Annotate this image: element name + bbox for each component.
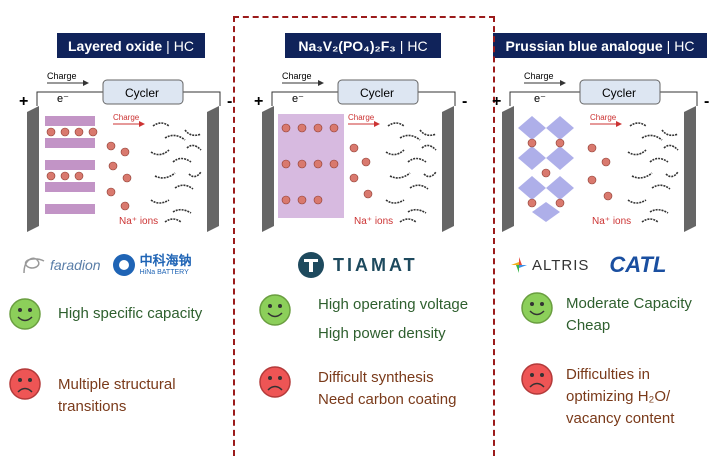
electron-label: e⁻ [292,93,304,105]
con-item: vacancy content [566,410,675,427]
pro-item: Moderate Capacity [566,295,692,312]
catl-logo-text: CATL [609,252,667,277]
header-layered-oxide: Layered oxide | HC [57,33,205,58]
con-list-nvpf: Difficult synthesis Need carbon coating [318,367,456,411]
faradion-logo-icon [23,257,45,274]
cathode-plate [502,106,514,232]
pro-list-prussian-blue: Moderate Capacity Cheap [566,293,692,337]
con-item: transitions [58,398,127,415]
minus-sign: - [227,93,232,110]
plus-sign: + [492,93,501,110]
altris-logo-icon [511,257,527,273]
charge-label-arrow: Charge [590,113,617,122]
hina-logo-chinese: 中科海钠 [139,252,192,268]
na-ions-label: Na⁺ ions [119,216,158,227]
header-title: Na₃V₂(PO₄)₂F₃ [298,37,396,54]
cycler-label: Cycler [360,86,394,100]
minus-sign: - [462,93,467,110]
con-item: Difficulties in [566,366,650,383]
header-prussian-blue: Prussian blue analogue | HC [493,33,707,58]
pro-item: Cheap [566,317,611,334]
happy-face-icon [521,292,553,324]
minus-sign: - [704,93,709,110]
anode-plate [207,106,219,232]
pro-list-nvpf: High operating voltage High power densit… [318,290,468,348]
cycler-box [579,79,661,105]
charge-label-arrow: Charge [348,113,375,122]
electron-label: e⁻ [57,93,69,105]
hina-logo-icon [112,254,135,276]
tiamat-logo-icon [298,252,324,278]
highlight-dashed-frame [233,16,495,456]
sad-face-icon [9,368,41,400]
con-item: Need carbon coating [318,391,457,408]
electron-label: e⁻ [534,93,546,105]
header-anode: HC [173,37,195,54]
con-item: optimizing H₂O/ [566,388,671,405]
anode-plate [442,106,454,232]
happy-face-icon [259,294,291,326]
logos-layered-oxide: faradion 中科海钠 HiNa BATTERY [20,250,225,280]
logos-nvpf: TIAMAT [297,250,447,280]
logos-prussian-blue: ALTRIS CATL [510,250,720,280]
pro-item: High power density [318,325,446,342]
cycler-label: Cycler [602,86,636,100]
header-separator: | [399,37,404,54]
happy-face-icon [9,298,41,330]
header-title: Layered oxide [67,37,163,54]
cell-diagram-layered-oxide: + - Charge e⁻ Cycler Charge Na⁺ ions [19,71,232,232]
pro-item: High operating voltage [318,296,469,313]
cycler-box [102,79,184,105]
charge-label-top: Charge [524,71,554,81]
altris-logo-text: ALTRIS [532,256,590,274]
plus-sign: + [254,93,263,110]
header-separator: | [166,37,170,54]
cycler-box [337,79,419,105]
pro-item: High specific capacity [58,305,203,322]
cathode-crystal [518,116,574,222]
cell-diagram-prussian-blue: + - Charge e⁻ Cycler Charge Na⁺ ions [492,71,709,232]
charge-label-top: Charge [47,71,77,81]
cell-diagram-nvpf: + - Charge e⁻ Cycler Charge Na⁺ ions [254,71,467,232]
header-separator: | [666,37,671,54]
faradion-logo-text: faradion [50,257,101,273]
hard-carbon [150,122,202,223]
charge-label-arrow: Charge [113,113,140,122]
cathode-plate [262,106,274,232]
hina-logo-english: HiNa BATTERY [139,268,189,276]
header-anode: HC [407,37,428,54]
cathode-plate [27,106,39,232]
con-item: Difficult synthesis [318,369,434,386]
cathode-crystal [45,116,95,214]
header-nvpf: Na₃V₂(PO₄)₂F₃ | HC [285,33,441,58]
cycler-label: Cycler [125,86,159,100]
hard-carbon [385,122,437,223]
header-anode: HC [674,37,695,54]
na-ions-label: Na⁺ ions [354,216,393,227]
pro-list-layered-oxide: High specific capacity [58,303,202,325]
charge-label-top: Charge [282,71,312,81]
na-ions-label: Na⁺ ions [592,216,631,227]
anode-plate [684,106,696,232]
tiamat-logo-text: TIAMAT [333,254,418,275]
sad-face-icon [521,363,553,395]
sad-face-icon [259,366,291,398]
con-item: Multiple structural [58,376,176,393]
plus-sign: + [19,93,28,110]
hard-carbon [627,122,679,223]
con-list-prussian-blue: Difficulties in optimizing H₂O/ vacancy … [566,364,674,430]
header-title: Prussian blue analogue [505,37,663,54]
con-list-layered-oxide: Multiple structural transitions [58,374,176,418]
